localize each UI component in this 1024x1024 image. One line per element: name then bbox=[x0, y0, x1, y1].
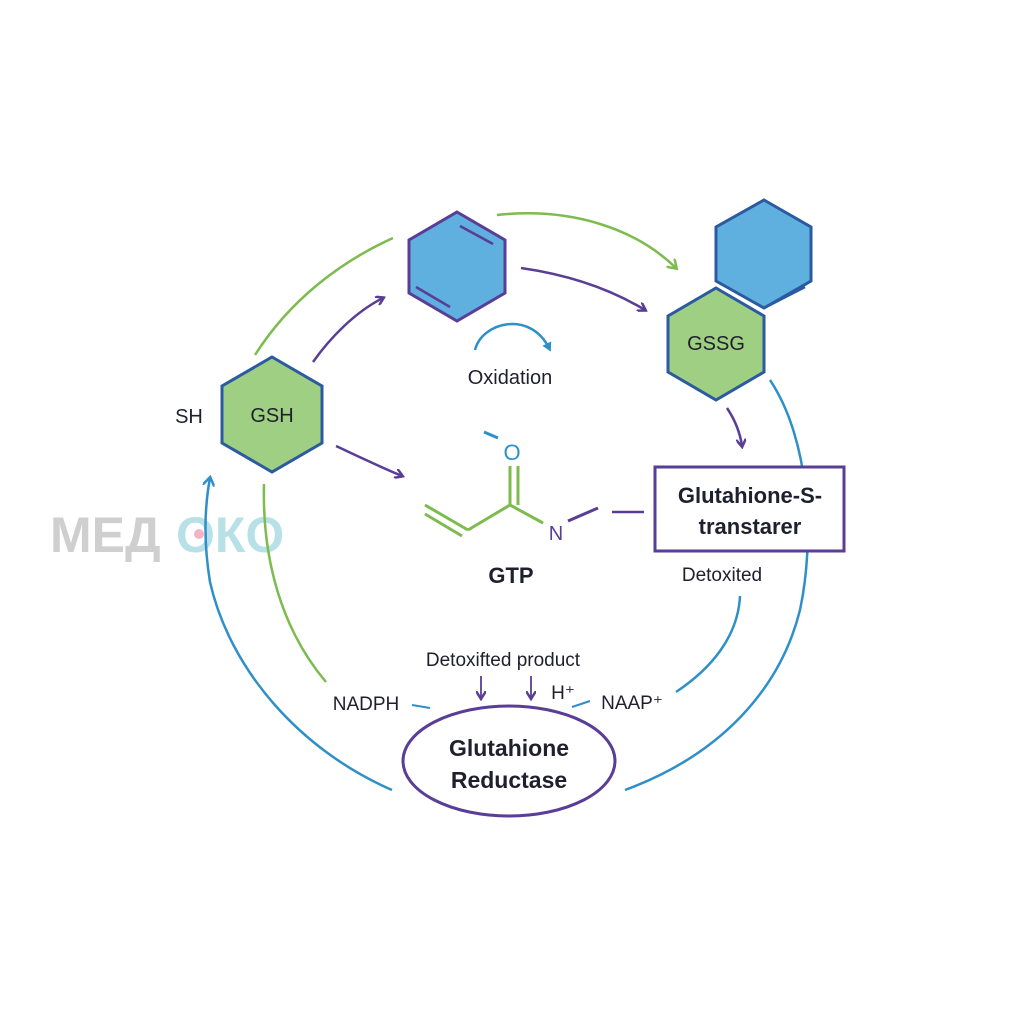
oxidation-curved-arrow bbox=[473, 322, 552, 352]
naap-dash bbox=[571, 700, 591, 708]
oxygen-label: O bbox=[503, 440, 520, 465]
nadph-dash bbox=[411, 704, 431, 709]
purple-arrow-benzene-to-gssg bbox=[520, 266, 645, 310]
blue-arc-right bbox=[624, 379, 809, 792]
watermark-part1: МЕД bbox=[50, 507, 161, 563]
blue-arc-inner-right bbox=[675, 595, 742, 694]
watermark-heart-icon bbox=[194, 529, 204, 539]
detoxited-label: Detoxited bbox=[682, 565, 762, 586]
gst-box: Glutahione-S- transtarer bbox=[653, 465, 846, 553]
naap-plus-label: NAAP⁺ bbox=[601, 693, 663, 714]
green-arc-top-left bbox=[253, 236, 394, 356]
green-arrow-to-gssg bbox=[496, 212, 676, 268]
gst-label-line1: Glutahione-S- bbox=[678, 483, 822, 508]
oxidation-label: Oxidation bbox=[468, 367, 553, 389]
blue-arrow-to-gsh bbox=[206, 478, 393, 792]
gtp-label: GTP bbox=[488, 563, 533, 588]
nitrogen-label: N bbox=[549, 523, 563, 545]
reductase-ellipse: Glutahione Reductase bbox=[401, 704, 617, 818]
benzene-hexagon-top bbox=[407, 210, 507, 323]
gssg-label: GSSG bbox=[687, 333, 745, 355]
watermark: МЕД ОКО bbox=[50, 507, 284, 563]
nadph-label: NADPH bbox=[333, 694, 400, 715]
gst-label-line2: transtarer bbox=[699, 514, 802, 539]
green-arc-left bbox=[262, 483, 327, 683]
sh-label: SH bbox=[175, 406, 203, 428]
gsh-hexagon: GSH bbox=[220, 355, 324, 474]
purple-arrow-gsh-to-benzene bbox=[311, 298, 383, 363]
purple-arrow-gssg-to-gst bbox=[725, 407, 742, 446]
reductase-label-line1: Glutahione bbox=[449, 735, 569, 761]
detox-product-label: Detoxifted product bbox=[426, 650, 581, 671]
benzene-hexagon-right bbox=[714, 198, 813, 310]
purple-arrow-gsh-to-gtp bbox=[335, 444, 402, 476]
gtp-molecule: O N bbox=[424, 430, 599, 545]
h-plus-label: H⁺ bbox=[551, 683, 575, 704]
reductase-label-line2: Reductase bbox=[451, 767, 567, 793]
gsh-label: GSH bbox=[250, 405, 293, 427]
gssg-hexagon: GSSG bbox=[666, 286, 766, 402]
